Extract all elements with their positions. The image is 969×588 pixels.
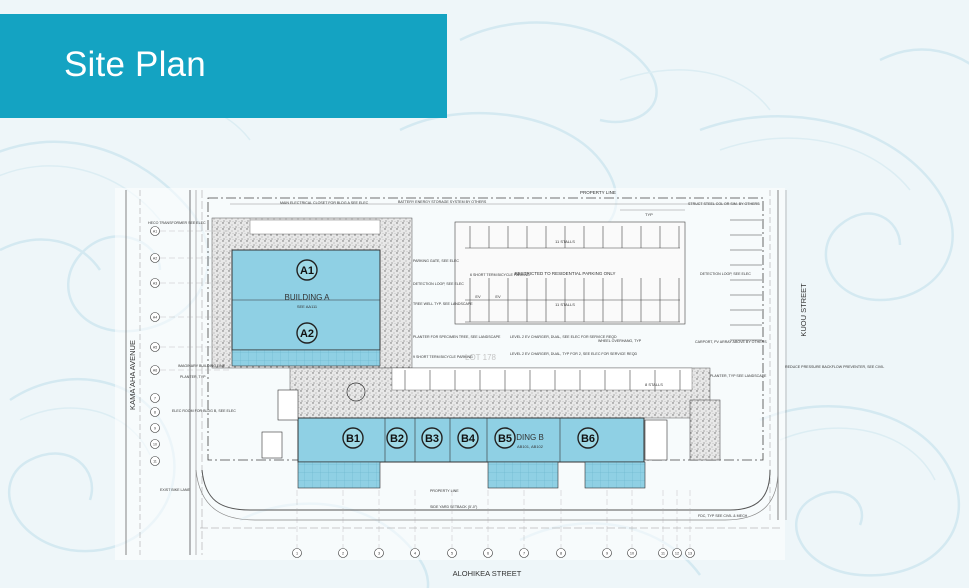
parking-stalls-right — [730, 219, 762, 341]
stalls-low-label: 8 STALLS — [645, 382, 663, 387]
unit-badge-b4: B4 — [457, 427, 479, 449]
annotation-short-term: 6 SHORT TERM BICYCLE PARKING — [470, 273, 530, 277]
grid-col-label: 3 — [378, 552, 380, 556]
grid-col-label: 12 — [675, 552, 679, 556]
annotation-parking-gate: PARKING GATE, SEE ELEC — [413, 259, 459, 263]
grid-row-label: 9 — [154, 427, 156, 431]
annotation-planter-typ: PLANTER, TYP — [180, 375, 206, 379]
annotation-planter-landscape: PLANTER, TYP SEE LANDSCAPE — [710, 374, 767, 378]
grid-col-label: 10 — [630, 552, 634, 556]
grid-col-label: 6 — [487, 552, 489, 556]
unit-badge-b1: B1 — [342, 427, 364, 449]
grid-row-label: 7 — [154, 397, 156, 401]
grid-row-label: 11 — [153, 460, 157, 464]
unit-badge-label: B3 — [425, 433, 439, 445]
annotation-wheel: WHEEL OVERHANG, TYP — [598, 339, 642, 343]
grid-row-label: A2 — [153, 257, 157, 261]
unit-badge-b3: B3 — [421, 427, 443, 449]
grid-col-label: 1 — [296, 552, 298, 556]
grid-row-label: A3 — [153, 282, 157, 286]
unit-badge-a1: A1 — [296, 259, 318, 281]
street-left-label: KAMAʻAHA AVENUE — [128, 340, 137, 410]
unit-badge-label: B6 — [581, 433, 595, 445]
unit-badge-b6: B6 — [577, 427, 599, 449]
ev-label-2: EV — [495, 294, 501, 299]
grid-cols — [292, 548, 695, 558]
unit-badge-label: B1 — [346, 433, 360, 445]
annotation-battery: BATTERY ENERGY STORAGE SYSTEM BY OTHERS — [398, 200, 487, 204]
annotation-short-term-9: 9 SHORT TERM BICYCLE PARKING — [413, 355, 473, 359]
grid-col-label: 5 — [451, 552, 453, 556]
stalls-top-label: 11 STALLS — [555, 239, 575, 244]
annotation-elec-room: ELEC ROOM FOR BLDG B, SEE ELEC — [172, 409, 236, 413]
grid-row-label: 10 — [153, 443, 157, 447]
building-b-label: DING B — [516, 433, 544, 442]
grid-col-label: 8 — [560, 552, 562, 556]
parking-stalls-top — [469, 226, 680, 322]
unit-badge-label: B5 — [498, 433, 512, 445]
unit-badge-b2: B2 — [386, 427, 408, 449]
annotation-struct-steel: STRUCT STEEL COL OR SIM. BY OTHERS — [688, 202, 760, 206]
property-line-top: PROPERTY LINE — [580, 190, 616, 195]
grid-col-label: 11 — [661, 552, 665, 556]
annotation-heco: HECO TRANSFORMER SEE ELEC — [148, 221, 206, 225]
grid-col-label: 9 — [606, 552, 608, 556]
typ-label: TYP — [645, 212, 653, 217]
unit-badge-label: B2 — [390, 433, 404, 445]
grid-row-label: A5 — [153, 346, 157, 350]
annotation-level2-a: LEVEL 2 EV CHARGER, DUAL, SEE ELEC FOR S… — [510, 335, 617, 339]
grid-row-label: A6 — [153, 369, 157, 373]
street-right-label: KUOU STREET — [799, 283, 808, 337]
grid-row-label: A1 — [153, 230, 157, 234]
building-a-label: BUILDING A — [285, 293, 331, 302]
grid-rows — [150, 226, 160, 466]
unit-badge-a2: A2 — [296, 322, 318, 344]
annotation-tree-well: TREE WELL TYP. SEE LANDSCAPE — [413, 302, 473, 306]
grid-row-label: A4 — [153, 316, 157, 320]
annotation-reduce-pressure: REDUCE PRESSURE BACKFLOW PREVENTER, SEE … — [785, 365, 884, 369]
annotation-exist-bike: EXIST BIKE LANE — [160, 488, 190, 492]
unit-badge-b5: B5 — [494, 427, 516, 449]
ev-label-1: EV — [475, 294, 481, 299]
annotation-detection-loop: DETECTION LOOP, SEE ELEC — [413, 282, 464, 286]
annotation-detection-loop-r: DETECTION LOOP, SEE ELEC — [700, 272, 751, 276]
building-b-sub: AB101, AB102 — [517, 444, 544, 449]
annotation-fdc: FDC, TYP SEE CIVIL & MECH — [698, 514, 748, 518]
annotation-property-line-b: PROPERTY LINE — [430, 489, 459, 493]
lot-label: LOT 178 — [465, 353, 497, 362]
street-bottom-label: ALOHIKEA STREET — [453, 569, 522, 578]
annotation-side-yard: SIDE YARD SETBACK (5'-0") — [430, 505, 477, 509]
title-band — [0, 14, 447, 118]
annotation-planter-specimen: PLANTER FOR SPECIMEN TREE, SEE LANDSCAPE — [413, 335, 501, 339]
annotation-level2-b: LEVEL 2 EV CHARGER, DUAL, TYP FOR 2, SEE… — [510, 352, 637, 356]
annotation-imaginary-building: IMAGINARY BUILDING LINE — [178, 364, 226, 368]
stalls-mid-label: 11 STALLS — [555, 302, 575, 307]
parking-area — [454, 221, 686, 325]
unit-badge-label: A1 — [300, 265, 314, 277]
grid-col-label: 2 — [342, 552, 344, 556]
grid-col-label: 13 — [688, 552, 692, 556]
page-title: Site Plan — [64, 45, 206, 84]
unit-badge-label: B4 — [461, 433, 476, 445]
grid-row-label: 8 — [154, 411, 156, 415]
grid-col-label: 4 — [414, 552, 416, 556]
restricted-parking-label: RESTRICTED TO RESIDENTIAL PARKING ONLY — [514, 271, 615, 276]
grid-col-label: 7 — [523, 552, 525, 556]
building-a-sub: SEE AA111 — [297, 304, 318, 309]
right-street — [769, 190, 787, 520]
annotation-carport: CARPORT, PV ARRAY ABOVE BY OTHERS — [695, 340, 767, 344]
annotation-main-electrical: MAIN ELECTRICAL CLOSET FOR BLDG A SEE EL… — [280, 201, 369, 205]
unit-badge-label: A2 — [300, 328, 314, 340]
left-street — [125, 190, 203, 555]
